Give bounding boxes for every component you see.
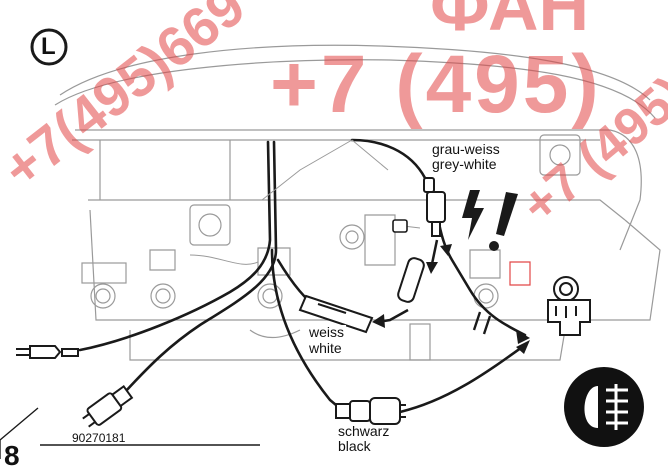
bumper-outline — [54, 44, 661, 361]
left-bottom-connector — [82, 385, 134, 428]
watermark-top: +7 (495) — [270, 39, 602, 130]
watermark-top-right: ФАН — [430, 0, 590, 45]
diagram-drawing — [0, 28, 661, 459]
black-label-de: schwarz — [338, 423, 390, 439]
lightning-icon — [462, 190, 484, 240]
cut-icon — [472, 311, 492, 335]
grey-white-label-de: grau-weiss — [430, 141, 502, 157]
thin-wires — [189, 139, 421, 265]
white-label-de: weiss — [307, 324, 347, 340]
grey-white-connector — [423, 177, 446, 237]
warning-icon — [489, 192, 518, 251]
white-label-en: white — [307, 340, 344, 356]
step-number: 8 — [4, 440, 20, 471]
small-connector-left — [392, 219, 408, 233]
side-marker-label: L — [41, 33, 56, 60]
white-connector — [298, 294, 374, 334]
left-plug-connector — [16, 345, 79, 359]
inline-component — [397, 257, 425, 303]
fog-light-icon — [564, 367, 644, 447]
side-l-icon — [30, 28, 68, 66]
grey-white-label-en: grey-white — [430, 156, 499, 172]
black-label-en: black — [338, 438, 371, 454]
wiring-harness — [78, 138, 527, 414]
step-tab — [0, 407, 260, 459]
black-connector — [335, 397, 406, 425]
part-number: 90270181 — [72, 431, 126, 445]
fog-lamp-socket — [547, 276, 591, 336]
arrow-heads — [372, 244, 530, 354]
